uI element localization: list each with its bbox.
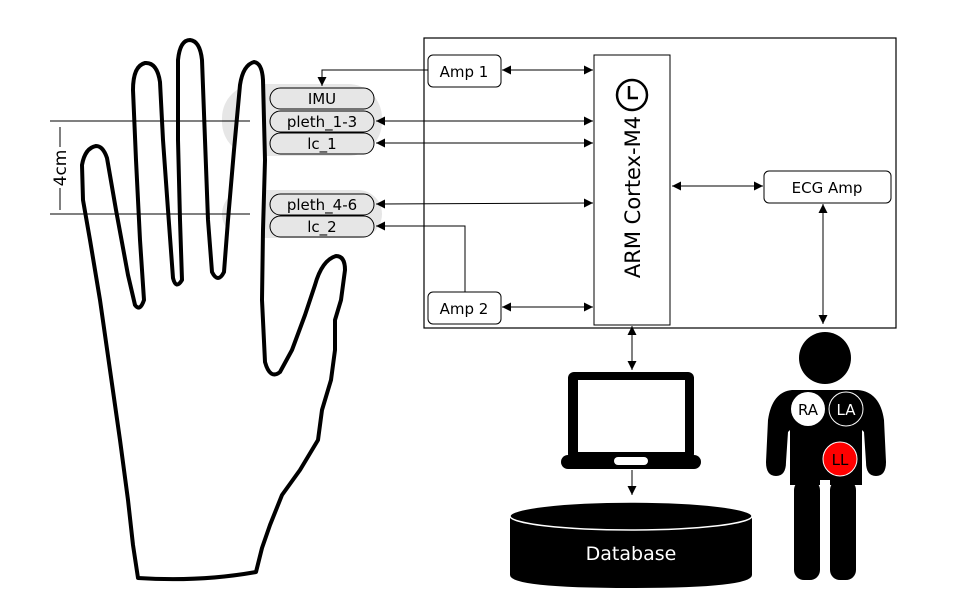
laptop-icon	[561, 372, 701, 469]
link-amp1-imu	[317, 69, 428, 86]
svg-text:Amp 1: Amp 1	[440, 63, 489, 81]
amp2-block: Amp 2	[427, 291, 502, 325]
svg-text:ECG Amp: ECG Amp	[792, 179, 863, 197]
sensor-pleth-1-3: pleth_1-3	[269, 110, 375, 133]
hand-outline	[80, 38, 347, 582]
sensor-imu: IMU	[269, 87, 375, 110]
sensor-lc-2: lc_2	[269, 215, 375, 238]
database-label: Database	[586, 543, 677, 565]
svg-text:pleth_4-6: pleth_4-6	[287, 196, 357, 215]
link-pleth46-mcu	[375, 198, 594, 209]
svg-text:RA: RA	[798, 401, 819, 419]
ecg-amp-block: ECG Amp	[763, 170, 892, 204]
electrode-ll: LL	[822, 441, 858, 477]
svg-text:lc_2: lc_2	[307, 218, 336, 237]
svg-text:lc_1: lc_1	[307, 135, 336, 154]
amp1-block: Amp 1	[427, 54, 502, 88]
mcu-block: ARM Cortex-M4	[593, 54, 671, 326]
electrode-ra: RA	[791, 392, 825, 426]
link-amp2-lc2	[376, 221, 466, 292]
sensor-lc-1: lc_1	[269, 132, 375, 155]
svg-text:LL: LL	[832, 451, 849, 469]
svg-text:IMU: IMU	[308, 90, 336, 108]
electrode-la: LA	[828, 391, 864, 427]
database-icon: Database	[509, 501, 753, 588]
svg-text:Amp 2: Amp 2	[440, 300, 489, 318]
svg-text:ARM Cortex-M4: ARM Cortex-M4	[621, 116, 645, 278]
svg-text:LA: LA	[837, 401, 857, 419]
scale-label: 4cm	[51, 150, 71, 187]
svg-text:pleth_1-3: pleth_1-3	[287, 113, 357, 132]
sensor-pleth-4-6: pleth_4-6	[269, 193, 375, 216]
board-enclosure	[423, 37, 897, 329]
clock-icon	[615, 78, 649, 112]
